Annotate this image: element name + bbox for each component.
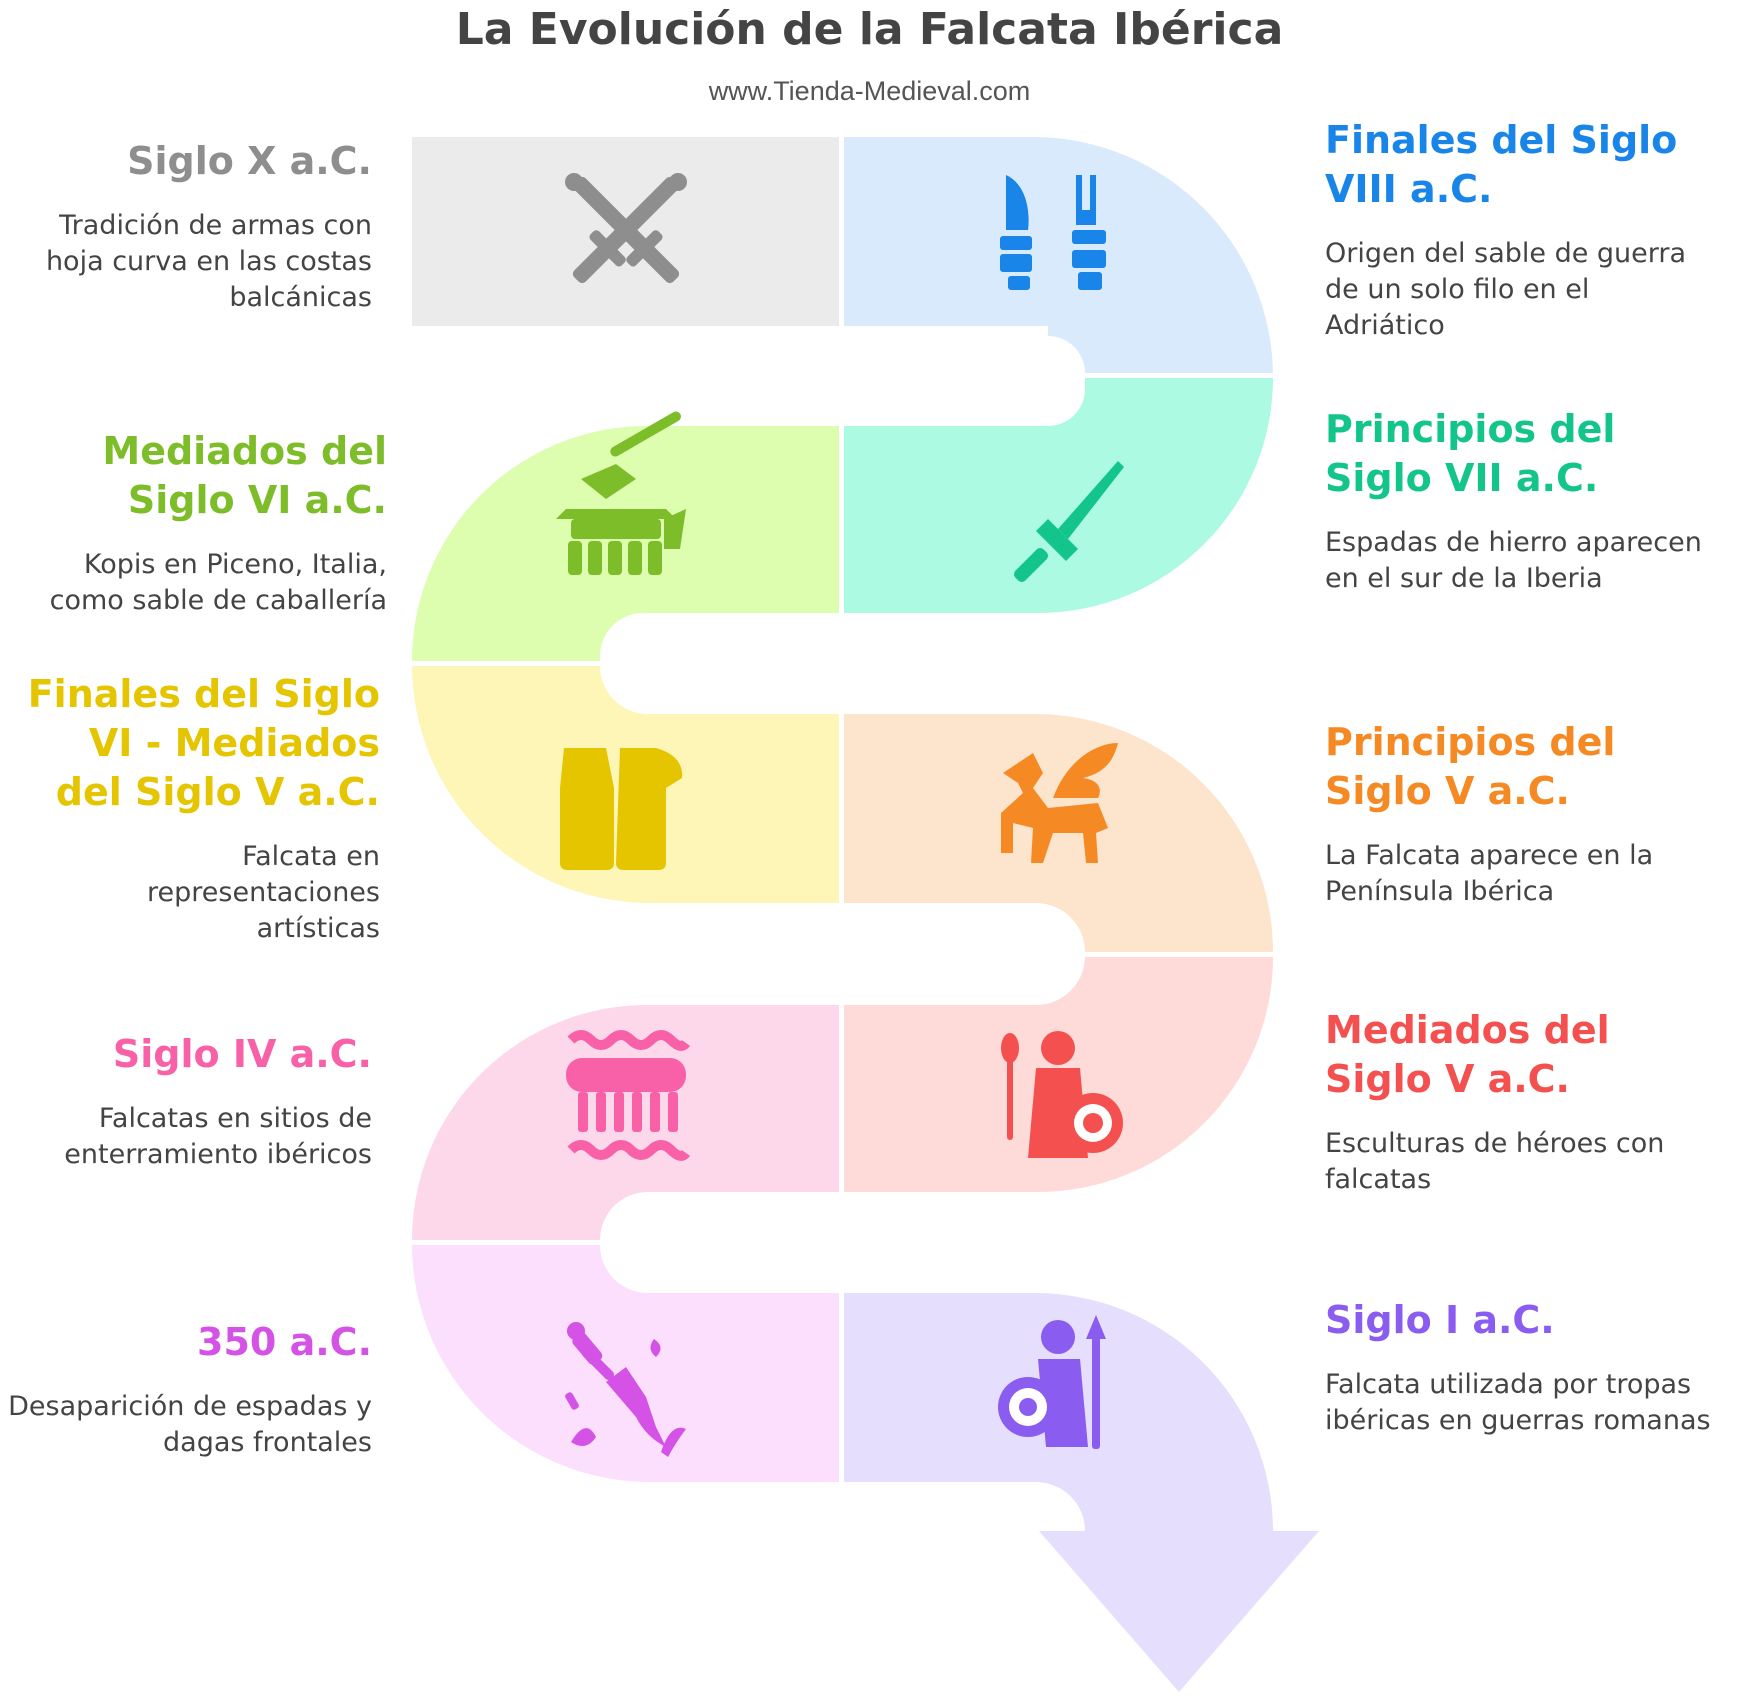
step-desc-3: Espadas de hierro aparecen en el sur de …: [1325, 527, 1702, 594]
step-label-10: Siglo I a.C. Falcata utilizada por tropa…: [1325, 1296, 1715, 1439]
step-title-9: 350 a.C.: [197, 1320, 372, 1364]
page-subtitle: www.Tienda-Medieval.com: [708, 76, 1031, 106]
step-title-10: Siglo I a.C.: [1325, 1298, 1555, 1342]
step-label-5: Finales del Siglo VI - Mediados del Sigl…: [20, 670, 380, 947]
step-title-4: Mediados del Siglo VI a.C.: [102, 429, 387, 522]
step-title-7: Mediados del Siglo V a.C.: [1325, 1008, 1610, 1101]
step-title-8: Siglo IV a.C.: [112, 1032, 372, 1076]
step-desc-2: Origen del sable de guerra de un solo fi…: [1325, 238, 1687, 341]
step-title-3: Principios del Siglo VII a.C.: [1325, 407, 1616, 500]
page-title: La Evolución de la Falcata Ibérica: [455, 4, 1284, 55]
step-title-5: Finales del Siglo VI - Mediados del Sigl…: [27, 672, 380, 814]
step-desc-8: Falcatas en sitios de enterramiento ibér…: [64, 1103, 372, 1170]
step-desc-5: Falcata en representaciones artísticas: [147, 841, 380, 944]
segment-9: [412, 1244, 839, 1482]
crossed-swords-icon: [565, 173, 687, 284]
step-title-1: Siglo X a.C.: [127, 139, 372, 183]
step-label-1: Siglo X a.C. Tradición de armas con hoja…: [12, 137, 372, 316]
blades-icon: [1000, 175, 1106, 290]
step-desc-4: Kopis en Piceno, Italia, como sable de c…: [49, 549, 387, 616]
step-desc-6: La Falcata aparece en la Península Ibéri…: [1325, 840, 1654, 907]
segment-10: [844, 1293, 1319, 1692]
spearman-icon: [998, 1315, 1106, 1449]
step-desc-9: Desaparición de espadas y dagas frontale…: [8, 1391, 372, 1458]
pegasus-icon: [1001, 743, 1118, 863]
warrior-shield-icon: [1001, 1031, 1123, 1158]
broken-dagger-icon: [565, 1322, 686, 1457]
step-title-6: Principios del Siglo V a.C.: [1325, 720, 1616, 813]
segment-3: [844, 378, 1273, 613]
step-title-2: Finales del Siglo VIII a.C.: [1325, 118, 1678, 211]
step-label-8: Mediados del Siglo V a.C. Esculturas de …: [1325, 1006, 1715, 1198]
sheaths-icon: [560, 748, 683, 870]
axe-block-icon: [556, 411, 686, 575]
step-label-4: Mediados del Siglo VI a.C. Kopis en Pice…: [7, 427, 387, 619]
step-label-9: 350 a.C. Desaparición de espadas y dagas…: [0, 1318, 372, 1461]
step-label-3: Principios del Siglo VII a.C. Espadas de…: [1325, 405, 1735, 597]
step-desc-1: Tradición de armas con hoja curva en las…: [45, 210, 372, 313]
segment-4: [412, 426, 839, 661]
step-label-6: Principios del Siglo V a.C. La Falcata a…: [1325, 718, 1735, 910]
segment-8: [412, 1005, 839, 1240]
segment-2: [844, 137, 1273, 377]
temple-icon: [566, 1030, 691, 1161]
step-label-7: Siglo IV a.C. Falcatas en sitios de ente…: [12, 1030, 372, 1173]
step-label-2: Finales del Siglo VIII a.C. Origen del s…: [1325, 116, 1715, 344]
step-desc-7: Esculturas de héroes con falcatas: [1325, 1128, 1665, 1195]
step-desc-10: Falcata utilizada por tropas ibéricas en…: [1325, 1369, 1711, 1436]
sword-icon: [1013, 461, 1124, 583]
